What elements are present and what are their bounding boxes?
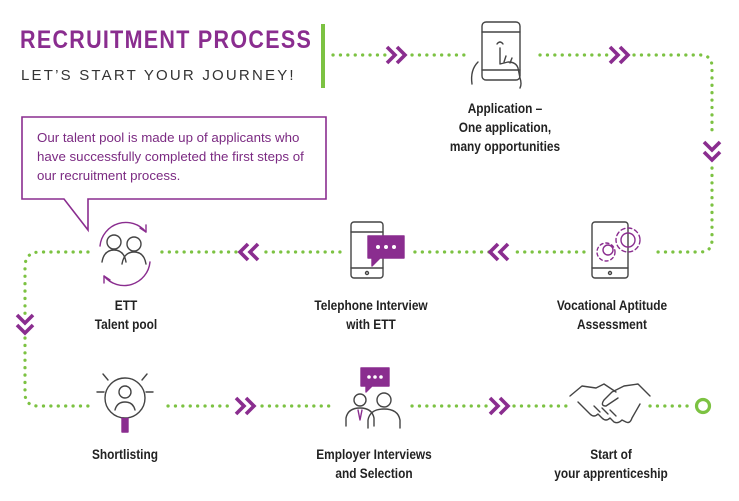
- end-circle: [694, 397, 712, 415]
- step-label-line: Assessment: [576, 317, 648, 332]
- interview-chat-icon: [345, 367, 401, 429]
- people-cycle-icon: [99, 221, 151, 287]
- step-label-line: One application,: [458, 120, 552, 135]
- step-label-shortlisting: Shortlisting: [92, 445, 158, 464]
- step-label-line: and Selection: [335, 466, 413, 481]
- step-label-line: Application –: [467, 101, 543, 116]
- chevron-right-icon: [488, 396, 511, 416]
- flow-line-10: [23, 250, 90, 316]
- step-label-line: your apprenticeship: [554, 466, 668, 481]
- step-label-line: ETT: [114, 298, 138, 313]
- step-label-line: Start of: [590, 447, 632, 462]
- chevron-right-icon: [385, 45, 408, 65]
- flow-line-4: [632, 53, 714, 138]
- phone-chat-icon: [350, 221, 405, 279]
- chevron-left-icon: [237, 242, 260, 262]
- callout-bubble: [21, 116, 327, 233]
- flow-line-11: [23, 336, 92, 408]
- step-label-employer: Employer Interviews and Selection: [316, 445, 432, 483]
- person-spotlight-icon: [96, 373, 154, 433]
- page-title: RECRUITMENT PROCESS: [20, 26, 313, 54]
- step-label-line: Telephone Interview: [314, 298, 428, 313]
- step-label-line: Talent pool: [94, 317, 158, 332]
- page-subtitle: LET’S START YOUR JOURNEY!: [21, 67, 296, 84]
- step-label-line: Vocational Aptitude: [556, 298, 668, 313]
- flow-line-5: [650, 166, 714, 254]
- step-label-telephone: Telephone Interview with ETT: [314, 296, 427, 334]
- tablet-touch-icon: [470, 21, 522, 89]
- step-label-talent-pool: ETT Talent pool: [95, 296, 157, 334]
- step-label-line: Employer Interviews: [316, 447, 432, 462]
- callout-text: Our talent pool is made up of applicants…: [37, 130, 304, 183]
- start-marker-bar: [321, 24, 325, 88]
- chevron-right-icon: [608, 45, 631, 65]
- chevron-down-icon: [15, 313, 35, 336]
- chevron-down-icon: [702, 140, 722, 163]
- step-label-start: Start of your apprenticeship: [554, 445, 668, 483]
- step-label-aptitude: Vocational Aptitude Assessment: [557, 296, 667, 334]
- handshake-icon: [569, 383, 651, 424]
- step-label-line: with ETT: [346, 317, 396, 332]
- step-label-line: many opportunities: [449, 139, 561, 154]
- step-label-application: Application – One application, many oppo…: [450, 99, 560, 156]
- chevron-left-icon: [487, 242, 510, 262]
- step-label-line: Shortlisting: [92, 447, 158, 462]
- gear-phone-icon: [591, 221, 641, 279]
- chevron-right-icon: [234, 396, 257, 416]
